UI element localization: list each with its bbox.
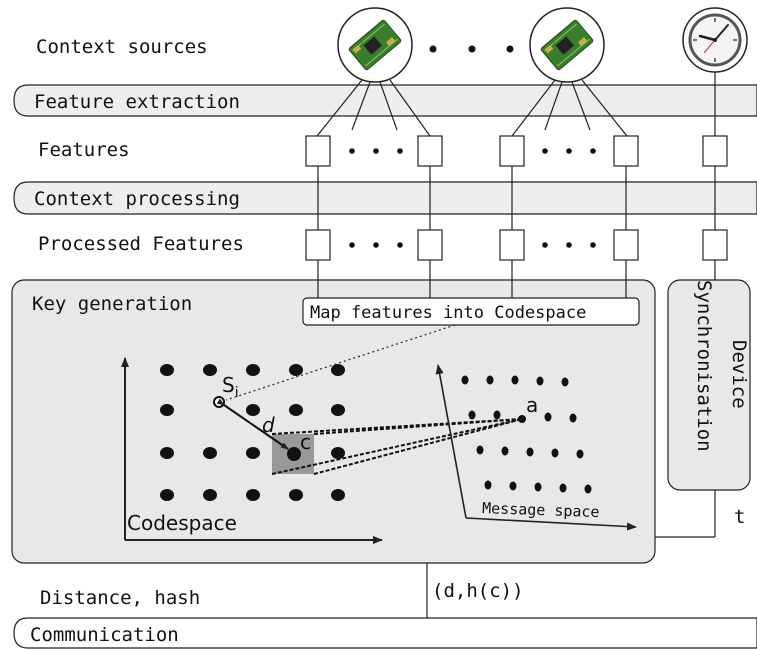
context-sources-label: Context sources xyxy=(36,36,208,58)
clock-icon xyxy=(682,7,748,73)
feature-extraction-label: Feature extraction xyxy=(34,91,240,113)
communication-label: Communication xyxy=(30,624,179,646)
processed-feature-box xyxy=(613,229,639,261)
a-label: a xyxy=(526,393,538,417)
processed-feature-box xyxy=(499,229,525,261)
device-synchronisation-box xyxy=(667,279,751,491)
message-space-x-axis xyxy=(465,517,637,531)
message-a-point xyxy=(518,415,526,423)
processed-feature-box xyxy=(305,229,331,261)
circuit-board-icon xyxy=(529,7,605,83)
feature-to-processed-lines xyxy=(317,166,716,230)
distance-hash-label: Distance, hash xyxy=(40,587,200,609)
message-space-y-axis xyxy=(435,364,467,519)
processed-feature-box xyxy=(702,229,728,261)
c-label: c xyxy=(300,430,311,454)
map-features-box xyxy=(302,297,640,326)
feature-box xyxy=(499,135,525,167)
d-label: d xyxy=(262,413,275,437)
device-label: Device xyxy=(728,340,750,409)
feature-box xyxy=(417,135,443,167)
message-space-points xyxy=(461,375,592,494)
projection-lines xyxy=(271,418,523,475)
feature-ellipsis xyxy=(349,148,596,154)
codespace-label: Codespace xyxy=(127,511,237,535)
processed-to-map-lines xyxy=(317,260,627,298)
context-processing-label: Context processing xyxy=(34,188,240,210)
processed-feature-boxes xyxy=(305,229,728,261)
source-ellipsis xyxy=(429,45,514,53)
map-to-si-dotted-line xyxy=(225,324,456,401)
processed-features-label: Processed Features xyxy=(38,233,244,255)
map-features-label: Map features into Codespace xyxy=(310,303,586,323)
feature-box xyxy=(702,135,728,167)
feature-box xyxy=(613,135,639,167)
feature-boxes xyxy=(305,135,728,167)
feature-extraction-band xyxy=(13,84,757,117)
circuit-board-icon xyxy=(337,7,413,83)
distance-arrow xyxy=(216,398,289,450)
processed-feature-ellipsis xyxy=(349,242,596,248)
features-label: Features xyxy=(38,139,130,161)
si-label: Si xyxy=(222,373,239,401)
context-processing-band xyxy=(13,181,757,215)
key-generation-label: Key generation xyxy=(32,293,192,315)
si-point xyxy=(213,396,225,408)
communication-band xyxy=(13,617,757,649)
processed-feature-box xyxy=(417,229,443,261)
feature-box xyxy=(305,135,331,167)
source-to-feature-lines xyxy=(316,72,716,137)
message-space-label: Message space xyxy=(482,499,600,521)
d-hash-label: (d,h(c)) xyxy=(432,580,524,602)
t-label: t xyxy=(734,506,745,528)
synchronisation-label: Synchronisation xyxy=(693,280,715,452)
codeword-c-point xyxy=(287,447,301,461)
